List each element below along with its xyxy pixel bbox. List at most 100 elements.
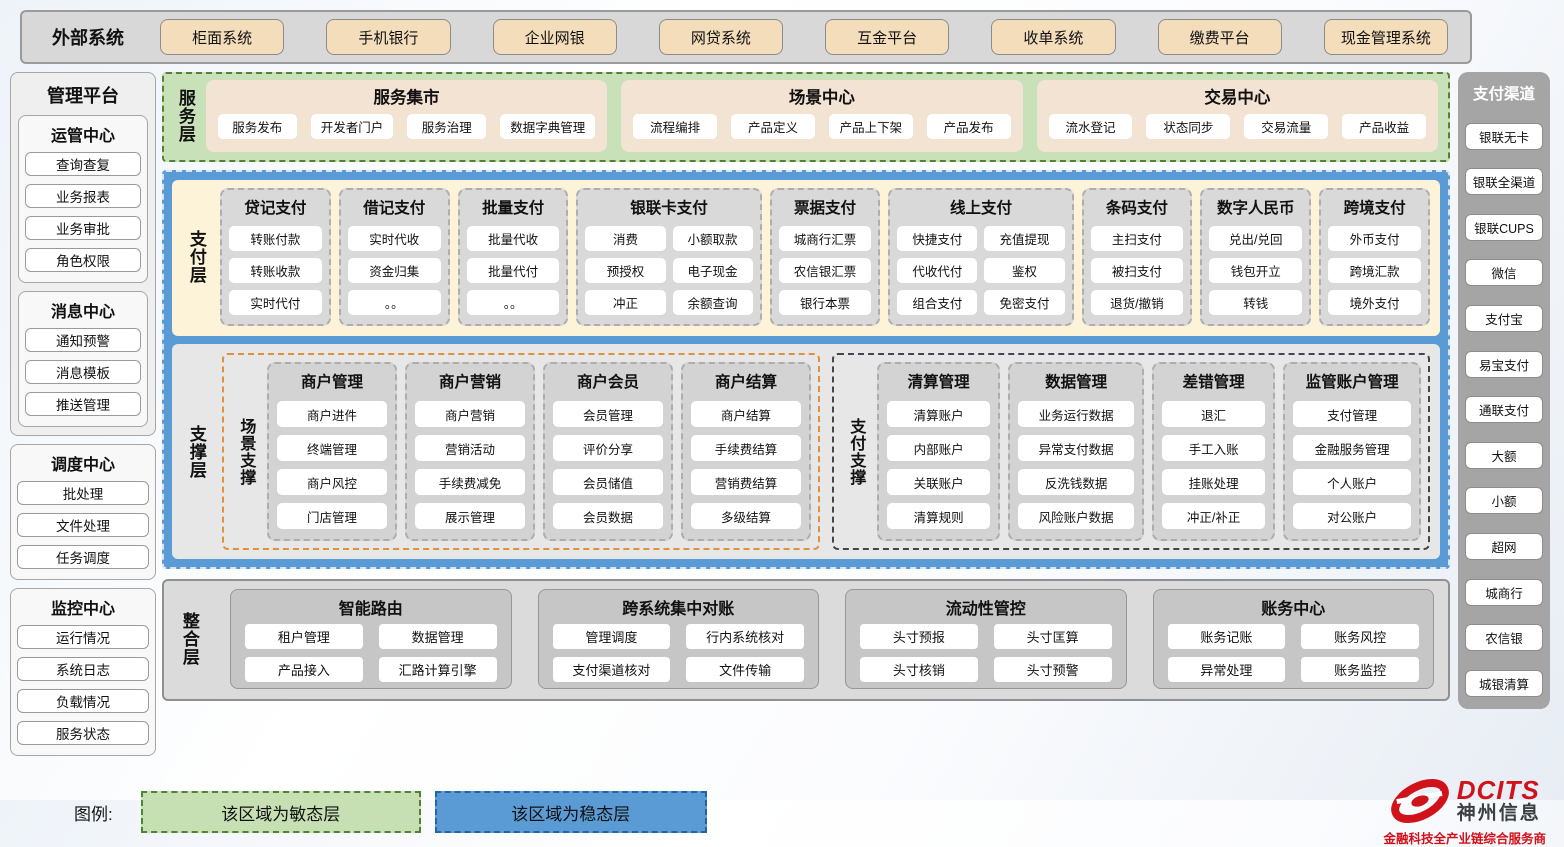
support-item-button[interactable]: 会员数据 bbox=[553, 503, 663, 529]
support-item-button[interactable]: 对公账户 bbox=[1293, 503, 1411, 529]
channel-button[interactable]: 农信银 bbox=[1465, 624, 1543, 652]
channel-button[interactable]: 易宝支付 bbox=[1465, 350, 1543, 378]
channel-button[interactable]: 微信 bbox=[1465, 259, 1543, 287]
integration-item-button[interactable]: 头寸预警 bbox=[993, 657, 1112, 682]
external-system-button[interactable]: 互金平台 bbox=[825, 19, 950, 55]
integration-item-button[interactable]: 产品接入 bbox=[245, 657, 363, 682]
payment-item-button[interactable]: 组合支付 bbox=[897, 290, 978, 315]
sidebar-item-button[interactable]: 业务报表 bbox=[25, 184, 141, 208]
service-item-button[interactable]: 服务治理 bbox=[407, 113, 487, 139]
integration-item-button[interactable]: 账务风控 bbox=[1301, 624, 1419, 649]
external-system-button[interactable]: 柜面系统 bbox=[160, 19, 285, 55]
support-item-button[interactable]: 异常支付数据 bbox=[1018, 435, 1134, 461]
integration-item-button[interactable]: 头寸核销 bbox=[860, 657, 978, 682]
support-item-button[interactable]: 商户营销 bbox=[415, 401, 525, 427]
payment-item-button[interactable]: 银行本票 bbox=[778, 290, 872, 315]
integration-item-button[interactable]: 数据管理 bbox=[378, 624, 497, 649]
sidebar-item-button[interactable]: 推送管理 bbox=[25, 392, 141, 416]
payment-item-button[interactable]: 转账付款 bbox=[229, 226, 322, 251]
service-item-button[interactable]: 交易流量 bbox=[1244, 113, 1329, 139]
service-item-button[interactable]: 产品上下架 bbox=[828, 113, 913, 139]
integration-item-button[interactable]: 异常处理 bbox=[1167, 657, 1286, 682]
sidebar-item-button[interactable]: 通知预警 bbox=[25, 328, 141, 352]
sidebar-item-button[interactable]: 业务审批 bbox=[25, 216, 141, 240]
service-item-button[interactable]: 开发者门户 bbox=[310, 113, 394, 139]
service-item-button[interactable]: 流水登记 bbox=[1048, 113, 1133, 139]
payment-item-button[interactable]: 实时代收 bbox=[347, 226, 441, 251]
support-item-button[interactable]: 挂账处理 bbox=[1161, 469, 1266, 495]
service-item-button[interactable]: 产品定义 bbox=[731, 113, 815, 139]
sidebar-item-button[interactable]: 服务状态 bbox=[17, 721, 149, 745]
payment-item-button[interactable]: 转账收款 bbox=[229, 258, 322, 283]
sidebar-item-button[interactable]: 文件处理 bbox=[17, 513, 149, 537]
support-item-button[interactable]: 支付管理 bbox=[1293, 401, 1411, 427]
channel-button[interactable]: 小额 bbox=[1465, 487, 1543, 515]
external-system-button[interactable]: 企业网银 bbox=[492, 19, 617, 55]
payment-item-button[interactable]: 预授权 bbox=[585, 258, 666, 283]
service-item-button[interactable]: 产品发布 bbox=[926, 113, 1011, 139]
support-item-button[interactable]: 手续费结算 bbox=[691, 435, 801, 461]
support-item-button[interactable]: 商户风控 bbox=[277, 469, 387, 495]
service-item-button[interactable]: 数据字典管理 bbox=[500, 113, 596, 139]
integration-item-button[interactable]: 行内系统核对 bbox=[686, 624, 804, 649]
integration-item-button[interactable]: 租户管理 bbox=[245, 624, 363, 649]
payment-item-button[interactable]: 鉴权 bbox=[984, 258, 1065, 283]
channel-button[interactable]: 银联全渠道 bbox=[1465, 168, 1543, 196]
integration-item-button[interactable]: 头寸匡算 bbox=[993, 624, 1112, 649]
support-item-button[interactable]: 手续费减免 bbox=[415, 469, 525, 495]
support-item-button[interactable]: 冲正/补正 bbox=[1161, 503, 1266, 529]
channel-button[interactable]: 银联CUPS bbox=[1465, 213, 1543, 241]
payment-item-button[interactable]: 。。 bbox=[347, 290, 441, 315]
payment-item-button[interactable]: 资金归集 bbox=[347, 258, 441, 283]
support-item-button[interactable]: 营销费结算 bbox=[691, 469, 801, 495]
payment-item-button[interactable]: 实时代付 bbox=[229, 290, 322, 315]
payment-item-button[interactable]: 农信银汇票 bbox=[778, 258, 872, 283]
channel-button[interactable]: 超网 bbox=[1465, 533, 1543, 561]
external-system-button[interactable]: 缴费平台 bbox=[1157, 19, 1282, 55]
payment-item-button[interactable]: 批量代付 bbox=[466, 258, 560, 283]
integration-item-button[interactable]: 管理调度 bbox=[552, 624, 671, 649]
support-item-button[interactable]: 退汇 bbox=[1161, 401, 1266, 427]
payment-item-button[interactable]: 转钱 bbox=[1209, 290, 1303, 315]
external-system-button[interactable]: 现金管理系统 bbox=[1323, 19, 1448, 55]
integration-item-button[interactable]: 账务监控 bbox=[1301, 657, 1419, 682]
sidebar-item-button[interactable]: 负载情况 bbox=[17, 689, 149, 713]
sidebar-item-button[interactable]: 角色权限 bbox=[25, 248, 141, 272]
sidebar-item-button[interactable]: 运行情况 bbox=[17, 625, 149, 649]
payment-item-button[interactable]: 批量代收 bbox=[466, 226, 560, 251]
sidebar-item-button[interactable]: 批处理 bbox=[17, 481, 149, 505]
support-item-button[interactable]: 业务运行数据 bbox=[1018, 401, 1134, 427]
payment-item-button[interactable]: 境外支付 bbox=[1328, 290, 1421, 315]
payment-item-button[interactable]: 冲正 bbox=[585, 290, 666, 315]
service-item-button[interactable]: 服务发布 bbox=[217, 113, 297, 139]
support-item-button[interactable]: 商户进件 bbox=[277, 401, 387, 427]
support-item-button[interactable]: 展示管理 bbox=[415, 503, 525, 529]
sidebar-item-button[interactable]: 消息模板 bbox=[25, 360, 141, 384]
support-item-button[interactable]: 会员管理 bbox=[553, 401, 663, 427]
external-system-button[interactable]: 收单系统 bbox=[991, 19, 1116, 55]
channel-button[interactable]: 城银清算 bbox=[1465, 669, 1543, 697]
channel-button[interactable]: 支付宝 bbox=[1465, 305, 1543, 333]
channel-button[interactable]: 银联无卡 bbox=[1465, 122, 1543, 150]
service-item-button[interactable]: 流程编排 bbox=[633, 113, 718, 139]
support-item-button[interactable]: 关联账户 bbox=[887, 469, 991, 495]
service-item-button[interactable]: 产品收益 bbox=[1342, 113, 1426, 139]
payment-item-button[interactable]: 代收代付 bbox=[897, 258, 978, 283]
channel-button[interactable]: 大额 bbox=[1465, 441, 1543, 469]
service-item-button[interactable]: 状态同步 bbox=[1146, 113, 1231, 139]
support-item-button[interactable]: 金融服务管理 bbox=[1293, 435, 1411, 461]
support-item-button[interactable]: 终端管理 bbox=[277, 435, 387, 461]
integration-item-button[interactable]: 账务记账 bbox=[1167, 624, 1286, 649]
support-item-button[interactable]: 反洗钱数据 bbox=[1018, 469, 1134, 495]
support-item-button[interactable]: 多级结算 bbox=[691, 503, 801, 529]
support-item-button[interactable]: 清算规则 bbox=[887, 503, 991, 529]
integration-item-button[interactable]: 支付渠道核对 bbox=[552, 657, 671, 682]
support-item-button[interactable]: 会员储值 bbox=[553, 469, 663, 495]
support-item-button[interactable]: 风险账户数据 bbox=[1018, 503, 1134, 529]
sidebar-item-button[interactable]: 任务调度 bbox=[17, 545, 149, 569]
support-item-button[interactable]: 个人账户 bbox=[1293, 469, 1411, 495]
payment-item-button[interactable]: 主扫支付 bbox=[1090, 226, 1184, 251]
support-item-button[interactable]: 商户结算 bbox=[691, 401, 801, 427]
payment-item-button[interactable]: 快捷支付 bbox=[897, 226, 978, 251]
integration-item-button[interactable]: 文件传输 bbox=[686, 657, 804, 682]
